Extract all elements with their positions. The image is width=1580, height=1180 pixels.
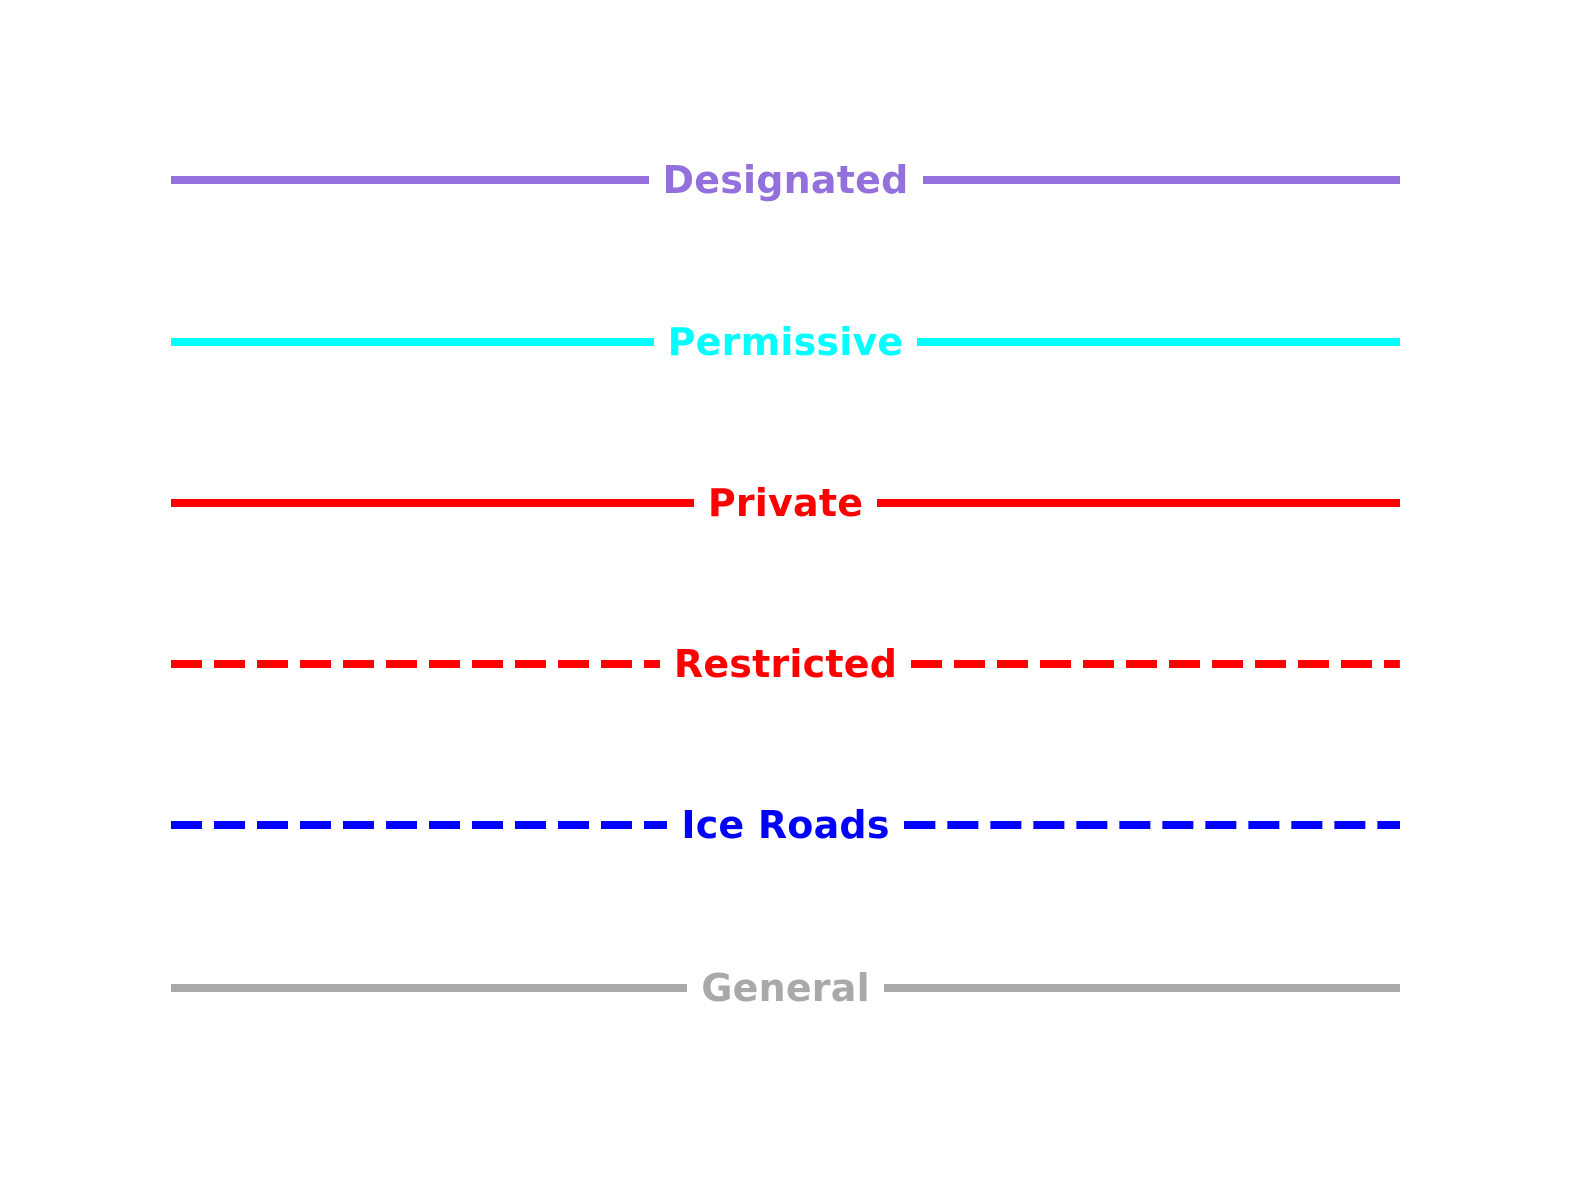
- legend-label-private: Private: [707, 481, 864, 525]
- legend-line-sample-left-ice-roads: [171, 821, 668, 829]
- legend-line-sample-right-designated: [922, 176, 1400, 184]
- legend-label-restricted: Restricted: [673, 642, 898, 686]
- legend-line-sample-right-restricted: [911, 660, 1400, 668]
- legend-entry-general[interactable]: General: [171, 958, 1401, 1018]
- legend-label-ice-roads: Ice Roads: [681, 803, 890, 847]
- legend-line-sample-left-designated: [171, 176, 649, 184]
- legend-line-sample-left-general: [171, 984, 688, 992]
- legend-line-sample-right-general: [883, 984, 1401, 992]
- legend-label-permissive: Permissive: [667, 320, 904, 364]
- legend-entry-restricted[interactable]: Restricted: [171, 634, 1400, 694]
- legend-entry-ice-roads[interactable]: Ice Roads: [171, 795, 1401, 855]
- legend-line-sample-left-private: [171, 499, 694, 507]
- legend-entry-designated[interactable]: Designated: [171, 150, 1400, 210]
- legend-line-sample-right-private: [877, 499, 1400, 507]
- legend-line-sample-left-permissive: [171, 338, 654, 346]
- legend-line-sample-right-permissive: [917, 338, 1401, 346]
- legend-line-sample-left-restricted: [171, 660, 660, 668]
- legend-label-general: General: [701, 966, 870, 1010]
- legend-entry-permissive[interactable]: Permissive: [171, 312, 1401, 372]
- legend-label-designated: Designated: [662, 158, 909, 202]
- legend-line-sample-right-ice-roads: [903, 821, 1401, 829]
- legend-entry-private[interactable]: Private: [171, 473, 1400, 533]
